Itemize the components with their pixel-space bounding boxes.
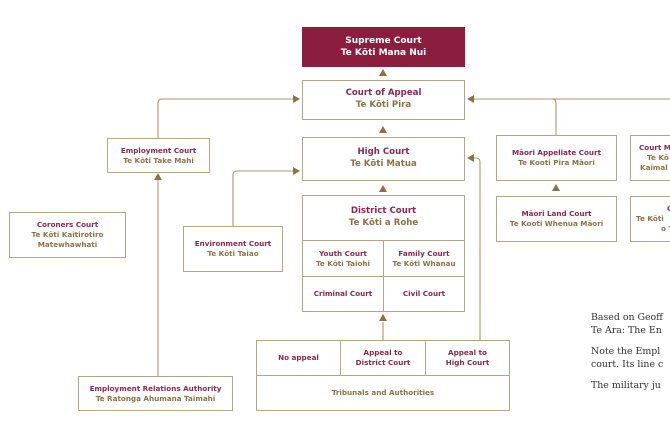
maori-land-mi: Te Kooti Whenua Māori	[509, 219, 604, 228]
appeal-district-line1: Appeal to	[363, 348, 403, 358]
maori-appellate-en: Māori Appellate Court	[511, 148, 602, 158]
arrow-tribunal-high	[467, 154, 474, 162]
high-court-box: High Court Te Kōti Matua	[302, 137, 465, 181]
criminal-court-en: Criminal Court	[313, 289, 373, 299]
era-mi: Te Ratonga Ahumana Taimahi	[95, 393, 216, 403]
youth-court-mi: Te Kōti Taiohi	[315, 258, 371, 268]
maori-appellate-court-box: Māori Appellate Court Te Kooti Pira Māor…	[496, 135, 617, 181]
tribunals-group: No appeal Appeal to District Court Appea…	[256, 340, 510, 411]
note-line-4: court. Its line c	[591, 358, 664, 370]
high-court-en: High Court	[357, 147, 410, 158]
arrow-to-maori-appellate	[552, 184, 560, 191]
district-court-en: District Court	[350, 206, 417, 217]
family-court-cell: Family Court Te Kōti Whanau	[384, 241, 464, 277]
note-line-2: Te Ara: The En	[591, 324, 662, 336]
employment-court-mi: Te Kōti Take Mahi	[123, 155, 194, 165]
family-court-en: Family Court	[398, 248, 450, 258]
district-court-mi: Te Kōti a Rohe	[348, 218, 419, 228]
note-source: Based on Geoff Te Ara: The En	[591, 312, 663, 338]
note-line-3: Note the Empl	[591, 346, 661, 357]
employment-court-en: Employment Court	[120, 145, 197, 155]
environment-court-en: Environment Court	[194, 239, 272, 249]
civil-court-cell: Civil Court	[384, 277, 464, 311]
arrow-to-employment	[154, 173, 162, 180]
supreme-court-box: Supreme Court Te Kōti Mana Nui	[302, 27, 465, 67]
arrow-to-appeal	[379, 126, 387, 133]
appeal-high-line1: Appeal to	[448, 348, 487, 358]
maori-appellate-mi: Te Kooti Pira Māori	[518, 158, 595, 167]
environment-to-high-line	[232, 170, 296, 226]
appeal-high-line2: High Court	[445, 358, 490, 367]
tribunal-to-high-line	[473, 157, 481, 340]
note-military: The military ju	[591, 380, 661, 393]
environment-court-box: Environment Court Te Kōti Taiao	[183, 226, 283, 272]
tribunals-label-cell: Tribunals and Authorities	[257, 376, 509, 410]
arrow-environment-high	[293, 167, 300, 175]
arrow-to-high	[379, 185, 387, 192]
no-appeal-label: No appeal	[278, 353, 319, 363]
court-martial-mi-1: Te Kō	[647, 153, 669, 163]
court-martial-mi-2: Kaimal	[640, 162, 668, 172]
note-employment: Note the Empl court. Its line c	[591, 346, 663, 372]
cut-off-court-mi-2: o T	[661, 223, 670, 233]
appeal-district-cell: Appeal to District Court	[341, 341, 426, 376]
arrow-maori-appeal	[467, 95, 474, 103]
arrow-to-supreme	[379, 69, 387, 76]
district-court-group: District Court Te Kōti a Rohe Youth Cour…	[302, 195, 465, 312]
employment-to-appeal-line	[157, 98, 296, 138]
civil-court-en: Civil Court	[402, 289, 446, 299]
court-of-appeal-en: Court of Appeal	[345, 88, 422, 99]
cut-off-court-mi-1: Te Kōti	[636, 214, 664, 224]
era-en: Employment Relations Authority	[89, 383, 222, 393]
coroners-court-box: Coroners Court Te Kōti Kaitirotiro Matew…	[9, 212, 126, 258]
court-martial-box: Court Ma Te Kō Kaimal	[630, 135, 670, 181]
court-of-appeal-mi: Te Kōti Pira	[355, 100, 412, 110]
supreme-court-en: Supreme Court	[345, 35, 422, 46]
youth-court-cell: Youth Court Te Kōti Taiohi	[303, 241, 384, 277]
maori-land-court-box: Māori Land Court Te Kooti Whenua Māori	[496, 196, 617, 242]
environment-court-mi: Te Kōti Taiao	[207, 249, 259, 258]
youth-court-en: Youth Court	[319, 248, 367, 258]
supreme-court-mi: Te Kōti Mana Nui	[340, 48, 427, 58]
family-court-mi: Te Kōti Whanau	[392, 258, 456, 268]
appeal-district-line2: District Court	[355, 358, 411, 367]
cut-off-court-box: C Te Kōti o T	[630, 196, 670, 242]
arrow-to-district	[379, 314, 387, 321]
district-court-header: District Court Te Kōti a Rohe	[303, 196, 464, 241]
maori-land-en: Māori Land Court	[521, 209, 592, 219]
arrow-employment-appeal	[293, 95, 300, 103]
appeal-high-cell: Appeal to High Court	[426, 341, 509, 376]
tribunals-label: Tribunals and Authorities	[331, 388, 435, 398]
no-appeal-cell: No appeal	[257, 341, 341, 376]
coroners-court-mi: Te Kōti Kaitirotiro Matewhawhati	[31, 230, 104, 249]
cut-off-court-en: C	[667, 204, 670, 214]
high-court-mi: Te Kōti Matua	[350, 159, 417, 169]
era-box: Employment Relations Authority Te Ratong…	[78, 376, 233, 411]
employment-court-box: Employment Court Te Kōti Take Mahi	[107, 138, 210, 173]
criminal-court-cell: Criminal Court	[303, 277, 384, 311]
maori-appellate-to-appeal-line	[473, 98, 557, 135]
court-martial-en: Court Ma	[639, 143, 670, 153]
court-of-appeal-box: Court of Appeal Te Kōti Pira	[302, 80, 465, 120]
note-line-5: The military ju	[591, 380, 661, 391]
note-line-1: Based on Geoff	[591, 312, 663, 323]
coroners-court-en: Coroners Court	[36, 220, 99, 230]
